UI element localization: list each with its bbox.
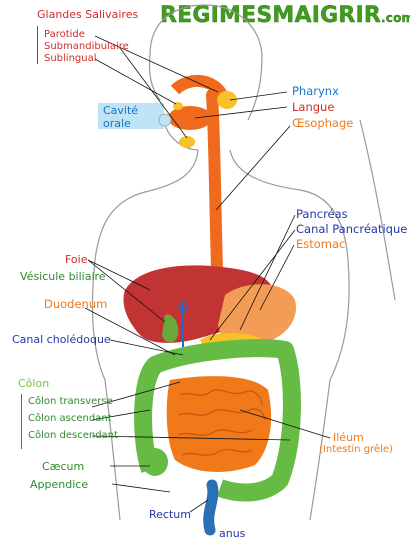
pharynx-shape xyxy=(170,75,228,99)
small-intestine-shape xyxy=(166,376,272,472)
label-anus: anus xyxy=(219,527,246,540)
label-parotide: Parotide xyxy=(44,29,85,40)
label-oesophage: Œsophage xyxy=(292,116,354,130)
gallbladder-shape xyxy=(162,314,179,343)
label-colon-descendant: Côlon descendant xyxy=(28,430,118,441)
label-sublingual: Sublingual xyxy=(44,53,97,64)
label-submandibulaire: Submandibulaire xyxy=(44,41,129,52)
label-ileum: Iléum xyxy=(333,431,364,444)
label-glandes-salivaires: Glandes Salivaires xyxy=(37,8,139,21)
stomach-shape xyxy=(218,284,296,346)
submandibular-gland-shape xyxy=(179,136,195,148)
leader-lines xyxy=(84,35,331,513)
label-colon-transverse: Côlon transverse xyxy=(28,396,113,407)
label-estomac: Estomac xyxy=(296,237,346,251)
teeth-shape xyxy=(158,113,172,127)
intestine-folds xyxy=(177,389,266,456)
label-canal-choledoque: Canal cholédoque xyxy=(12,333,111,346)
label-rectum: Rectum xyxy=(149,508,191,521)
label-intestin-grele: (Intestin grêle) xyxy=(319,444,393,455)
parotid-gland-shape xyxy=(217,91,237,109)
oral-cavity-highlight xyxy=(98,103,164,129)
label-orale: orale xyxy=(103,117,131,130)
label-caecum: Cæcum xyxy=(42,460,85,473)
body-outline xyxy=(91,4,396,521)
bile-duct-shape xyxy=(177,300,189,355)
rectum-shape xyxy=(203,479,219,536)
caecum-shape xyxy=(142,448,168,476)
label-pancreas: Pancréas xyxy=(296,207,348,221)
label-appendice: Appendice xyxy=(30,478,89,491)
label-pharynx: Pharynx xyxy=(292,84,339,98)
label-vesicule: Vésicule biliaire xyxy=(20,270,106,283)
colon-bracket xyxy=(21,394,22,449)
label-duodenum: Duodenum xyxy=(44,297,108,311)
label-canal-pancreatique: Canal Pancréatique xyxy=(296,222,408,236)
tongue-shape xyxy=(168,106,212,130)
label-cavite: Cavité xyxy=(103,104,139,117)
salivary-bracket xyxy=(37,26,38,64)
label-colon-ascendant: Côlon ascendant xyxy=(28,413,112,424)
site-logo: REGIMESMAIGRIR.com xyxy=(160,3,410,28)
colon-shape xyxy=(134,339,301,502)
label-foie: Foie xyxy=(65,253,88,266)
label-langue: Langue xyxy=(292,100,335,114)
label-colon: Côlon xyxy=(18,377,50,390)
